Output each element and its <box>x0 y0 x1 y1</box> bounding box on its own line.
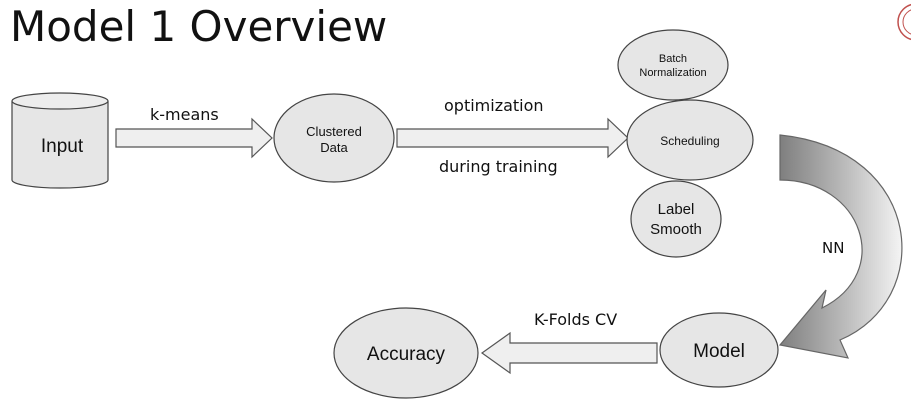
scheduling-node: Scheduling <box>626 99 754 181</box>
model-label: Model <box>693 341 745 362</box>
batch-normalization-label-2: Normalization <box>639 67 706 79</box>
kmeans-arrow <box>115 117 273 159</box>
clustered-data-label-1: Clustered <box>306 124 362 139</box>
label-smooth-label-1: Label <box>658 201 695 218</box>
accuracy-node: Accuracy <box>333 307 479 399</box>
model-node: Model <box>659 312 779 388</box>
logo-mark <box>897 3 911 41</box>
label-smooth-node: Label Smooth <box>630 180 722 258</box>
page-title: Model 1 Overview <box>10 2 388 51</box>
label-smooth-label-2: Smooth <box>650 221 702 238</box>
clustered-data-node: Clustered Data <box>273 93 395 183</box>
scheduling-label: Scheduling <box>660 134 719 148</box>
input-label: Input <box>41 136 84 157</box>
optimization-arrow <box>396 117 629 159</box>
kfolds-arrow <box>480 331 658 375</box>
clustered-data-label-2: Data <box>320 140 348 155</box>
batch-normalization-node: Batch Normalization <box>617 29 729 101</box>
batch-normalization-label-1: Batch <box>659 53 687 65</box>
input-node: Input <box>11 92 109 189</box>
nn-curved-arrow <box>778 134 903 359</box>
kfolds-label: K-Folds CV <box>534 310 617 329</box>
during-training-label: during training <box>439 157 558 176</box>
accuracy-label: Accuracy <box>367 344 446 365</box>
optimization-label: optimization <box>444 96 544 115</box>
kmeans-label: k-means <box>150 105 219 124</box>
nn-label: NN <box>822 239 844 257</box>
